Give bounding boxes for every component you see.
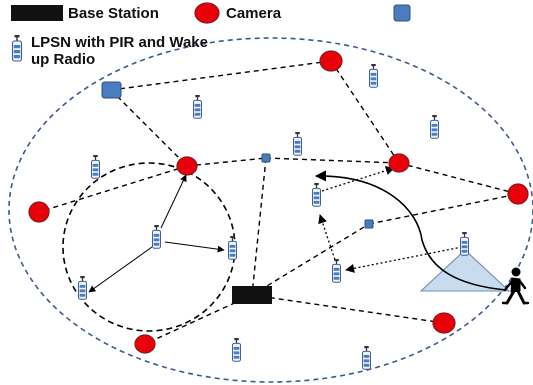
sensor-node xyxy=(77,276,88,300)
legend-lpsn-label: LPSN with PIR and Wake up Radio xyxy=(31,34,208,68)
sensor-node xyxy=(368,64,379,88)
legend-base-station-swatch xyxy=(11,5,63,21)
legend-sensor-swatch xyxy=(11,35,23,62)
relays xyxy=(101,81,374,229)
wakeup-links xyxy=(318,166,463,273)
camera-node-farright xyxy=(507,183,529,205)
link-camera-right-camera-farright xyxy=(398,162,519,195)
link-relay-mid-camera-right xyxy=(265,157,400,164)
sensor-field-of-view xyxy=(419,249,511,292)
link-relay-topleft-camera-center xyxy=(110,89,188,167)
walking-person-icon xyxy=(501,267,530,305)
camera-node-bottomright xyxy=(432,312,456,334)
legend-base-station-label: Base Station xyxy=(68,5,159,22)
camera-node-left xyxy=(28,201,50,223)
base-station-node xyxy=(232,286,272,304)
wakeup-link-sensor-to-camera-right xyxy=(321,166,395,192)
link-camera-center-relay-mid xyxy=(186,157,267,167)
cluster-link-to-camera xyxy=(160,174,187,229)
sensor-node xyxy=(151,225,162,249)
sensor-node xyxy=(292,132,303,156)
sensors xyxy=(77,64,470,370)
link-base-station-relay-small xyxy=(251,223,370,296)
sensor-node xyxy=(231,338,242,362)
network-boundary xyxy=(8,37,533,383)
camera-node-right xyxy=(388,153,410,173)
legend-relay-swatch xyxy=(393,4,411,22)
legend-camera-label: Camera xyxy=(226,5,282,22)
camera-coverage-circle xyxy=(62,162,236,332)
camera-node-bottomleft xyxy=(134,334,156,354)
cluster-link-to-right-sensor xyxy=(164,241,225,253)
link-camera-top-camera-right xyxy=(330,60,400,164)
relay-node-topleft xyxy=(101,81,122,99)
relay-node-small xyxy=(364,219,374,229)
link-base-station-camera-bottomright xyxy=(251,294,445,324)
camera-node-top xyxy=(319,50,343,72)
wakeup-link-triangle-sensor-to-sensor xyxy=(345,246,463,273)
legend-camera-swatch xyxy=(194,2,220,24)
camera-node-center xyxy=(176,156,198,176)
wakeup-link-sensor-to-sensor xyxy=(318,214,336,261)
sensor-node xyxy=(361,346,372,370)
intruder-path xyxy=(314,170,507,291)
sensor-node xyxy=(192,95,203,119)
sensor-node xyxy=(331,259,342,283)
link-relay-small-camera-farright xyxy=(368,193,519,225)
cameras xyxy=(28,50,529,354)
network-links xyxy=(38,60,519,345)
legend xyxy=(11,2,411,62)
link-relay-mid-base-station xyxy=(251,157,267,296)
sensor-node xyxy=(311,183,322,207)
relay-node-mid xyxy=(261,153,271,163)
sensor-node xyxy=(90,155,101,179)
sensor-node xyxy=(429,115,440,139)
sensor-node xyxy=(459,232,470,256)
cluster-links xyxy=(88,174,225,293)
link-camera-center-camera-left xyxy=(38,165,188,213)
cluster-link-to-left-sensor xyxy=(88,246,153,293)
link-relay-topleft-camera-top xyxy=(110,60,332,91)
